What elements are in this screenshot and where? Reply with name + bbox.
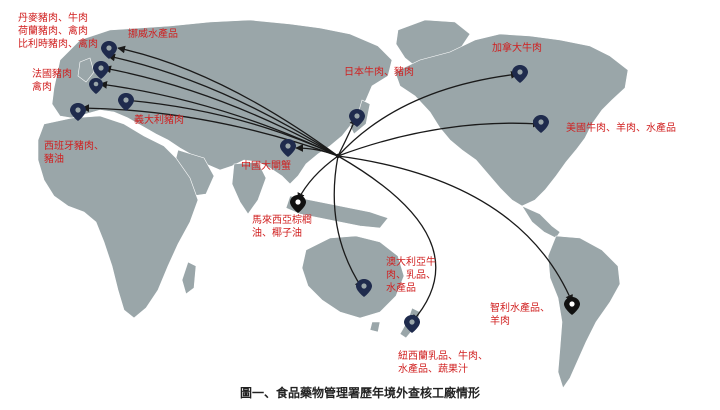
- label-line: 油、椰子油: [252, 228, 302, 239]
- route-italy: [123, 96, 339, 157]
- label-line: 禽肉: [32, 82, 52, 93]
- north-america: [394, 33, 629, 207]
- pin-denmark-icon: [93, 61, 109, 79]
- label-line: 挪威水產品: [128, 29, 178, 40]
- pin-china-icon: [280, 139, 296, 157]
- label-usa: 美國牛肉、羊肉、水產品: [566, 122, 676, 135]
- label-line: 加拿大牛肉: [492, 43, 542, 54]
- central-america: [521, 205, 561, 239]
- label-malaysia: 馬來西亞棕櫚 油、椰子油: [252, 214, 312, 240]
- label-line: 豬油: [44, 154, 64, 165]
- australia: [301, 235, 405, 319]
- label-line: 丹麥豬肉、牛肉: [18, 13, 88, 24]
- label-spain: 西班牙豬肉、 豬油: [44, 140, 104, 166]
- label-line: 水產品、蔬果汁: [398, 364, 468, 375]
- import-routes: [81, 45, 573, 323]
- route-chile: [337, 155, 573, 303]
- route-denmark: [107, 53, 339, 157]
- figure-caption: 圖一、食品藥物管理署歷年境外查核工廠情形: [239, 386, 480, 400]
- pin-usa-icon: [533, 115, 549, 133]
- label-canada: 加拿大牛肉: [492, 42, 542, 55]
- south-america: [547, 235, 621, 389]
- uk: [77, 57, 95, 83]
- pin-malaysia-icon: [290, 195, 306, 213]
- pin-chile-icon: [564, 297, 580, 315]
- route-australia: [333, 155, 363, 289]
- label-line: 澳大利亞牛: [386, 257, 436, 268]
- route-spain: [81, 104, 339, 157]
- label-line: 羊肉: [490, 316, 510, 327]
- label-france: 法國豬肉 禽肉: [32, 68, 72, 94]
- pin-norway-icon: [101, 41, 117, 59]
- pin-canada-icon: [512, 65, 528, 83]
- label-china: 中國大閘蟹: [241, 160, 291, 173]
- label-chile: 智利水產品、 羊肉: [490, 302, 550, 328]
- route-netherlands: [103, 65, 339, 157]
- label-line: 水產品: [386, 283, 416, 294]
- route-canada: [337, 70, 519, 157]
- label-line: 西班牙豬肉、: [44, 141, 104, 152]
- label-line: 智利水產品、: [490, 303, 550, 314]
- label-line: 義大利豬肉: [134, 115, 184, 126]
- landmass: [37, 19, 629, 389]
- africa: [37, 115, 199, 319]
- label-line: 荷蘭豬肉、禽肉: [18, 26, 88, 37]
- label-japan: 日本牛肉、豬肉: [344, 66, 414, 79]
- pin-new-zealand-icon: [404, 315, 420, 333]
- southeast-asia: [285, 195, 389, 229]
- route-usa: [337, 119, 541, 157]
- label-line: 肉、乳品、: [386, 270, 436, 281]
- label-line: 比利時豬肉、禽肉: [18, 39, 98, 50]
- pin-australia-icon: [356, 279, 372, 297]
- route-new-zealand: [337, 155, 437, 323]
- label-line: 美國牛肉、羊肉、水產品: [566, 123, 676, 134]
- route-norway: [117, 45, 339, 157]
- label-italy: 義大利豬肉: [134, 114, 184, 127]
- label-line: 中國大閘蟹: [241, 161, 291, 172]
- label-line: 馬來西亞棕櫚: [252, 215, 312, 226]
- label-australia: 澳大利亞牛 肉、乳品、 水產品: [386, 256, 436, 295]
- pin-france-icon: [89, 78, 103, 94]
- pin-spain-icon: [70, 103, 86, 121]
- route-china: [295, 144, 339, 157]
- label-norway: 挪威水產品: [128, 28, 178, 41]
- tasmania: [369, 321, 381, 333]
- label-western-europe: 丹麥豬肉、牛肉 荷蘭豬肉、禽肉 比利時豬肉、禽肉: [18, 12, 98, 51]
- label-line: 法國豬肉: [32, 69, 72, 80]
- pins: [70, 41, 580, 333]
- hub-marker: [335, 153, 341, 159]
- label-new-zealand: 紐西蘭乳品、牛肉、 水產品、蔬果汁: [398, 350, 488, 376]
- madagascar: [181, 261, 197, 295]
- label-line: 紐西蘭乳品、牛肉、: [398, 351, 488, 362]
- india: [231, 161, 267, 215]
- label-line: 日本牛肉、豬肉: [344, 67, 414, 78]
- pin-japan-icon: [349, 109, 365, 127]
- pin-italy-icon: [118, 93, 134, 111]
